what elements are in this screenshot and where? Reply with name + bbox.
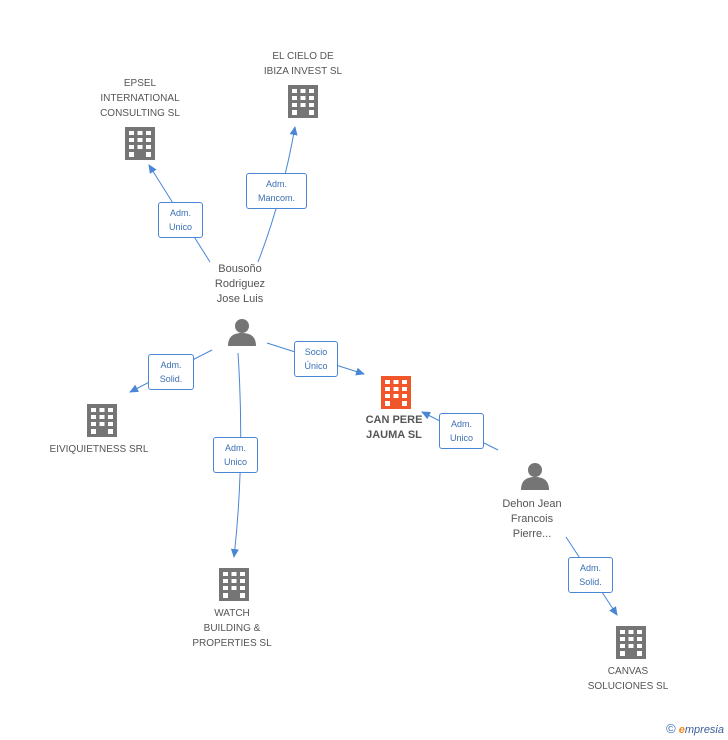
edge-label-bousono-canpere: Socio Único xyxy=(294,341,338,377)
building-icon-focus xyxy=(381,376,411,409)
building-icon xyxy=(87,404,117,437)
edge-label-dehon-canvas: Adm. Solid. xyxy=(568,557,613,593)
node-label-canpere[interactable]: CAN PERE JAUMA SL xyxy=(365,414,423,441)
node-label-dehon[interactable]: Dehon Jean Francois Pierre... xyxy=(502,498,562,540)
building-icon xyxy=(616,626,646,659)
node-label-canvas[interactable]: CANVAS SOLUCIONES SL xyxy=(587,666,669,692)
person-icon xyxy=(521,463,549,490)
node-label-bousono[interactable]: Bousoño Rodriguez Jose Luis xyxy=(214,263,266,305)
footer-brand: © empresia xyxy=(666,721,724,736)
node-label-eiviquietness[interactable]: EIVIQUIETNESS SRL xyxy=(49,444,149,455)
building-icon xyxy=(125,127,155,160)
edge-label-bousono-watch: Adm. Unico xyxy=(213,437,258,473)
building-icon xyxy=(288,85,318,118)
edge-label-bousono-eiviquietness: Adm. Solid. xyxy=(148,354,194,390)
building-icon xyxy=(219,568,249,601)
edge-label-bousono-epsel: Adm. Unico xyxy=(158,202,203,238)
edge-label-dehon-canpere: Adm. Unico xyxy=(439,413,484,449)
node-label-watch[interactable]: WATCH BUILDING & PROPERTIES SL xyxy=(192,608,272,649)
node-label-epsel[interactable]: EPSEL INTERNATIONAL CONSULTING SL xyxy=(100,78,180,119)
edge-label-bousono-cielo: Adm. Mancom. xyxy=(246,173,307,209)
node-label-cielo[interactable]: EL CIELO DE IBIZA INVEST SL xyxy=(263,51,343,77)
person-icon xyxy=(228,319,256,346)
brand-logo: empresia xyxy=(678,724,724,736)
copyright-icon: © xyxy=(666,721,676,736)
